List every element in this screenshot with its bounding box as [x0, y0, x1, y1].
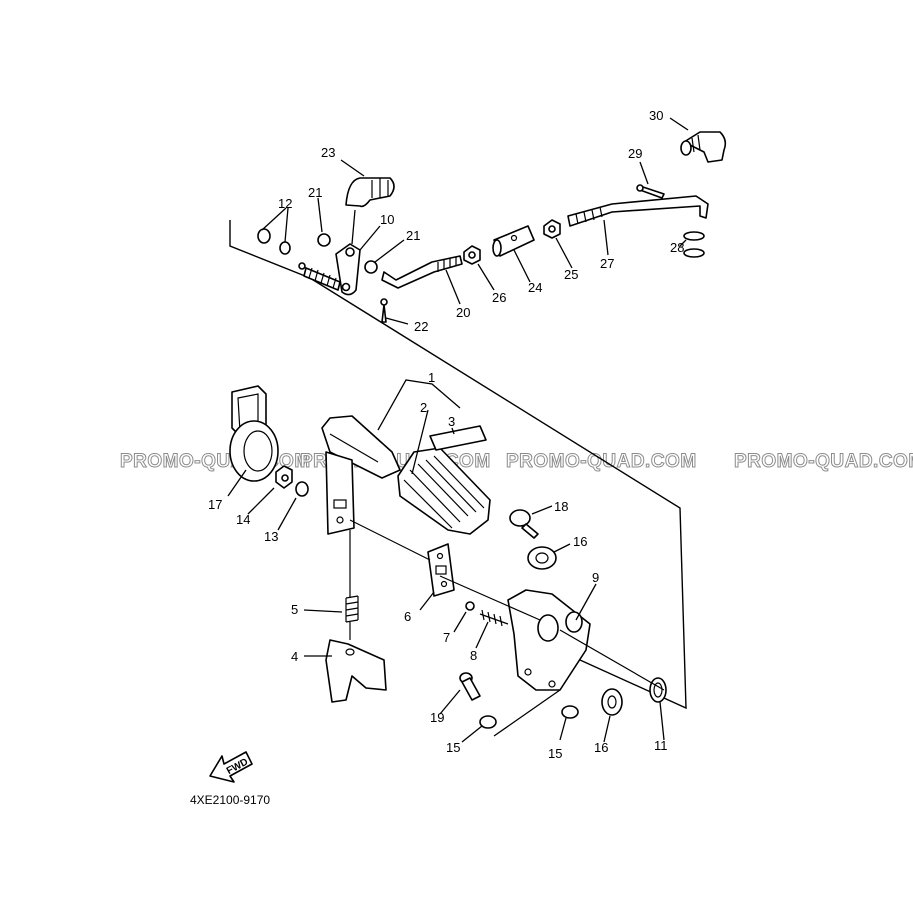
leader-lines [227, 117, 689, 743]
callout-5: 5 [291, 602, 298, 617]
diagram-code: 4XE2100-9170 [190, 793, 270, 807]
part-26-nut [463, 245, 481, 265]
watermark-text-4: PROMO-QUAD.COM [734, 451, 913, 472]
part-28-washer-b [683, 248, 705, 258]
callout-7: 7 [443, 630, 450, 645]
callout-11: 11 [654, 738, 668, 753]
callout-30: 30 [649, 108, 663, 123]
callout-23: 23 [321, 145, 335, 160]
assembly-frame [229, 220, 687, 710]
part-7-ball [465, 601, 475, 611]
part-28-washer-a [683, 231, 705, 241]
callout-21-left: 21 [308, 185, 322, 200]
part-17-grommet [229, 385, 279, 482]
callout-9: 9 [592, 570, 599, 585]
part-6-plate [427, 543, 455, 597]
fwd-arrow-icon: FWD [209, 751, 253, 783]
callout-6: 6 [404, 609, 411, 624]
callout-1: 1 [428, 370, 435, 385]
assembly-axes [349, 519, 665, 691]
part-21-washer-b [364, 260, 378, 274]
callout-16-lower: 16 [594, 740, 608, 755]
callout-15-left: 15 [446, 740, 460, 755]
part-10-lever [335, 243, 361, 296]
callout-4: 4 [291, 649, 298, 664]
part-25-nut [543, 219, 561, 239]
part-13-washer [295, 481, 309, 497]
part-2-grip [397, 447, 491, 535]
part-19-bolt [459, 672, 481, 701]
callout-13: 13 [264, 529, 278, 544]
part-22-pin [380, 298, 388, 323]
callout-21-right: 21 [406, 228, 420, 243]
callout-8: 8 [470, 648, 477, 663]
fwd-label: FWD [225, 757, 250, 777]
callout-16-upper: 16 [573, 534, 587, 549]
part-15-washer-a [479, 715, 497, 729]
part-20-rod [381, 255, 463, 289]
part-4-detent-arm [325, 639, 387, 703]
part-3-label [429, 425, 487, 451]
part-14-nut [275, 465, 293, 489]
callout-20: 20 [456, 305, 470, 320]
part-12-washer-b [279, 241, 291, 255]
callout-18: 18 [554, 499, 568, 514]
callout-22: 22 [414, 319, 428, 334]
callout-29: 29 [628, 146, 642, 161]
part-8-spring [479, 609, 509, 627]
callout-10: 10 [380, 212, 394, 227]
callout-15-right: 15 [548, 746, 562, 761]
callout-27: 27 [600, 256, 614, 271]
callout-24: 24 [528, 280, 542, 295]
part-16-washer-b [601, 688, 623, 716]
part-24-joint [492, 225, 535, 257]
part-29-cotter-pin [636, 184, 665, 199]
part-12-washer-a [257, 228, 271, 244]
part-27-rod [567, 195, 709, 227]
part-30-boot [680, 131, 727, 163]
part-23-boot [345, 177, 395, 208]
callout-17: 17 [208, 497, 222, 512]
part-spring-upper [298, 262, 341, 291]
callout-2: 2 [420, 400, 427, 415]
part-5-spring [345, 595, 359, 623]
callout-14: 14 [236, 512, 250, 527]
callout-12: 12 [278, 196, 292, 211]
part-18-screw [509, 509, 539, 539]
part-16-washer-a [527, 546, 557, 570]
part-15-washer-b [561, 705, 579, 719]
part-bracket-plate [325, 451, 355, 535]
callouts: 1 2 3 4 5 6 7 8 9 10 11 12 13 14 15 15 1… [208, 108, 684, 761]
callout-28: 28 [670, 240, 684, 255]
part-21-washer-a [317, 233, 331, 247]
callout-3: 3 [448, 414, 455, 429]
watermark-text-3: PROMO-QUAD.COM [506, 451, 697, 472]
callout-26: 26 [492, 290, 506, 305]
callout-25: 25 [564, 267, 578, 282]
callout-19: 19 [430, 710, 444, 725]
